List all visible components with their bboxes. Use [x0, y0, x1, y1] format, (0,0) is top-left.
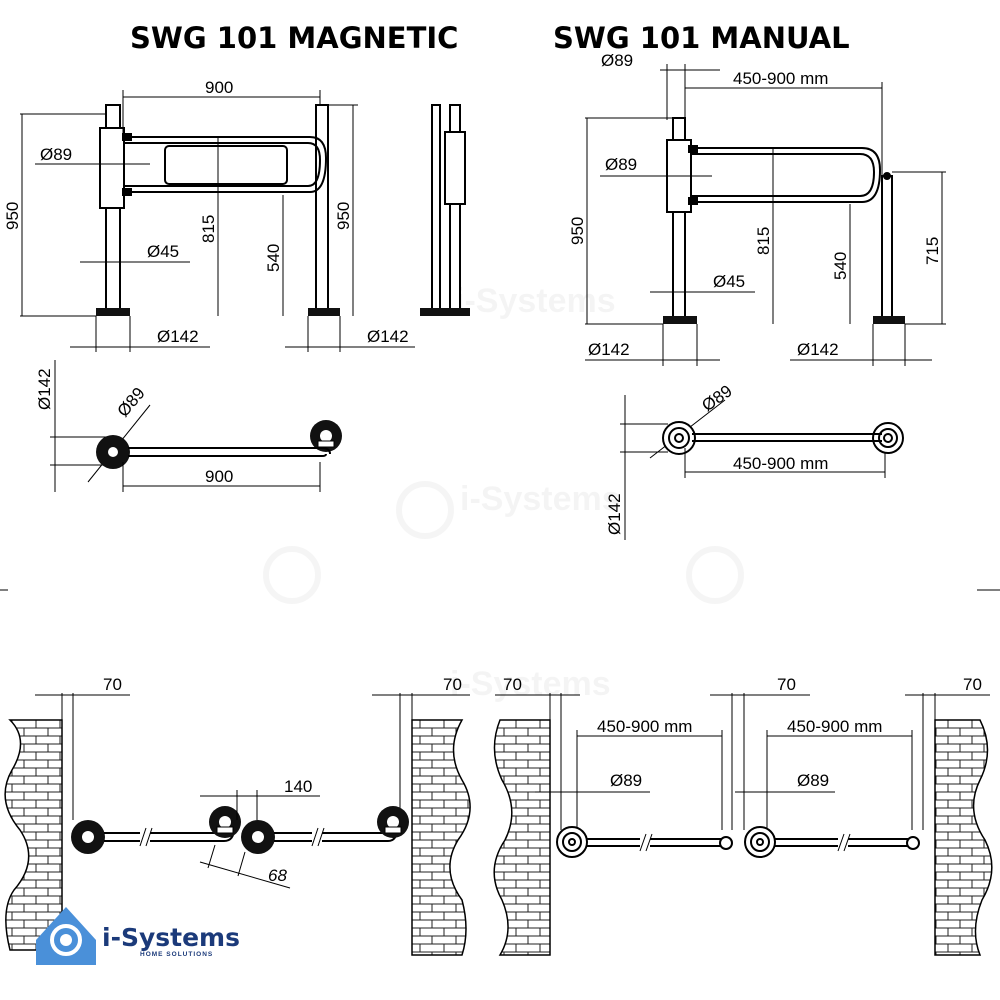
dim-man-815: 815	[754, 227, 773, 255]
dim-mag-top-d89: Ø89	[114, 384, 149, 421]
dim-man-range: 450-900 mm	[733, 69, 828, 88]
dim-inst-man-70-mid: 70	[777, 675, 796, 694]
svg-text:i-Systems: i-Systems	[455, 282, 616, 320]
dim-inst-man-range-b: 450-900 mm	[787, 717, 882, 736]
dim-man-d142-b: Ø142	[797, 340, 839, 359]
dim-inst-mag-70-right: 70	[443, 675, 462, 694]
magnetic-side-view	[420, 104, 470, 316]
dim-mag-width: 900	[205, 78, 233, 97]
dim-man-top-range: 450-900 mm	[733, 454, 828, 473]
dim-inst-mag-70-left: 70	[103, 675, 122, 694]
manual-installation: 70 70 70 450-900 mm 450-900 mm Ø89 Ø89	[493, 675, 993, 956]
dim-mag-d142-a: Ø142	[157, 327, 199, 346]
dim-man-d89-top: Ø89	[601, 51, 633, 70]
logo-name: i-Systems	[102, 923, 240, 952]
dim-inst-mag-140: 140	[284, 777, 312, 796]
dim-mag-top-width: 900	[205, 467, 233, 486]
dim-mag-d89: Ø89	[40, 145, 72, 164]
dim-man-top-d89: Ø89	[698, 381, 735, 415]
dim-mag-540: 540	[264, 244, 283, 272]
manual-front-view: Ø89 450-900 mm Ø89 950 815 540 715 Ø45 Ø…	[568, 51, 946, 366]
dim-inst-mag-68: 68	[268, 866, 287, 885]
magnetic-front-view: 900 950 Ø89 815 540 950 Ø45 Ø142 Ø142	[3, 78, 415, 352]
dim-inst-man-d89-b: Ø89	[797, 771, 829, 790]
dim-man-715: 715	[923, 237, 942, 265]
dim-mag-d142-b: Ø142	[367, 327, 409, 346]
title-magnetic: SWG 101 MAGNETIC	[130, 21, 458, 55]
title-manual: SWG 101 MANUAL	[553, 21, 850, 55]
dim-inst-man-70-right: 70	[963, 675, 982, 694]
dim-man-540: 540	[831, 252, 850, 280]
brand-logo: i-Systems HOME SOLUTIONS	[36, 907, 240, 965]
dim-man-d45: Ø45	[713, 272, 745, 291]
logo-tagline: HOME SOLUTIONS	[140, 951, 213, 958]
dim-inst-man-range-a: 450-900 mm	[597, 717, 692, 736]
magnetic-top-view: Ø142 Ø89 900	[35, 360, 342, 492]
dim-mag-950-left: 950	[3, 202, 22, 230]
dim-mag-950-right: 950	[334, 202, 353, 230]
magnetic-installation: 70 70 140 68	[4, 675, 471, 956]
manual-top-view: Ø142 Ø89 450-900 mm	[605, 381, 904, 540]
dim-inst-man-70-left: 70	[503, 675, 522, 694]
svg-text:i-Systems: i-Systems	[460, 480, 621, 518]
svg-text:i-Systems: i-Systems	[450, 665, 611, 703]
watermark: i-Systems i-Systems i-Systems	[263, 282, 744, 703]
dim-mag-815: 815	[199, 215, 218, 243]
dim-man-d142-a: Ø142	[588, 340, 630, 359]
dim-man-top-d142: Ø142	[605, 493, 624, 535]
dim-man-950: 950	[568, 217, 587, 245]
dim-mag-top-d142: Ø142	[35, 368, 54, 410]
dim-man-d89: Ø89	[605, 155, 637, 174]
dim-mag-d45: Ø45	[147, 242, 179, 261]
dim-inst-man-d89-a: Ø89	[610, 771, 642, 790]
